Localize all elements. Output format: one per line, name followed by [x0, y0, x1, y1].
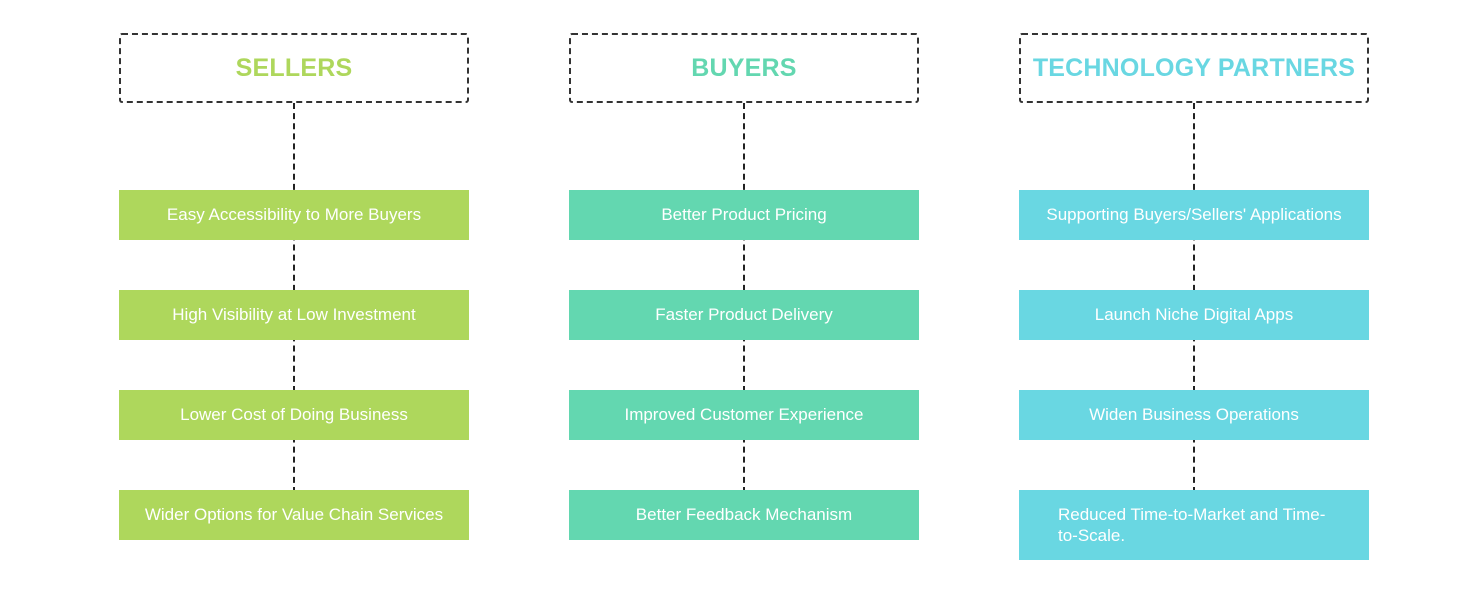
buyers-benefit-card: Faster Product Delivery [569, 290, 919, 340]
technology-partners-benefit-card: Supporting Buyers/Sellers' Applications [1019, 190, 1369, 240]
technology-partners-column: TECHNOLOGY PARTNERS Supporting Buyers/Se… [1019, 0, 1369, 607]
technology-partners-benefit-text: Reduced Time-to-Market and Time-to-Scale… [1058, 505, 1326, 545]
buyers-benefit-card: Improved Customer Experience [569, 390, 919, 440]
technology-partners-benefit-card: Launch Niche Digital Apps [1019, 290, 1369, 340]
sellers-benefit-card: Wider Options for Value Chain Services [119, 490, 469, 540]
technology-partners-benefit-card: Reduced Time-to-Market and Time-to-Scale… [1019, 490, 1369, 560]
sellers-header: SELLERS [119, 33, 469, 103]
buyers-benefit-card: Better Product Pricing [569, 190, 919, 240]
buyers-column: BUYERS Better Product Pricing Faster Pro… [569, 0, 919, 607]
sellers-benefit-card: Easy Accessibility to More Buyers [119, 190, 469, 240]
buyers-header: BUYERS [569, 33, 919, 103]
sellers-column: SELLERS Easy Accessibility to More Buyer… [119, 0, 469, 607]
sellers-benefit-card: High Visibility at Low Investment [119, 290, 469, 340]
technology-partners-benefit-card: Widen Business Operations [1019, 390, 1369, 440]
buyers-benefit-card: Better Feedback Mechanism [569, 490, 919, 540]
sellers-benefit-card: Lower Cost of Doing Business [119, 390, 469, 440]
technology-partners-header: TECHNOLOGY PARTNERS [1019, 33, 1369, 103]
